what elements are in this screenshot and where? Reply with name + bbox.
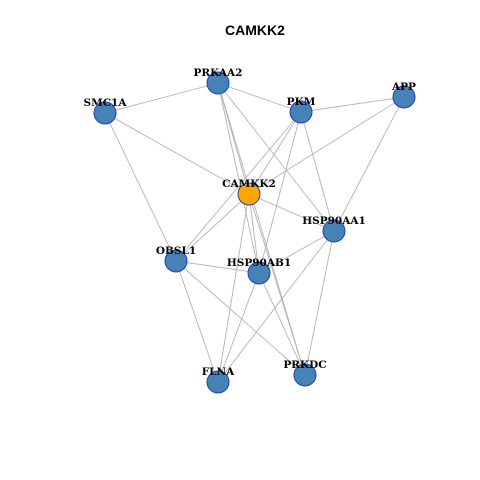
edge-smc1a-obsl1 [104,112,177,262]
node-pkm[interactable] [289,100,313,124]
edge-obsl1-hsp90ab1 [175,260,260,274]
node-hsp90ab1[interactable] [247,261,271,285]
edge-pkm-hsp90aa1 [300,111,335,232]
node-prkaa2[interactable] [206,71,230,95]
node-label-camkk2: CAMKK2 [222,178,276,190]
edge-camkk2-prkdc [248,193,306,376]
edge-prkaa2-pkm [217,82,302,113]
edge-prkaa2-hsp90ab1 [217,82,260,274]
node-label-hsp90ab1: HSP90AB1 [227,257,291,269]
edge-app-hsp90aa1 [333,96,405,232]
node-label-flna: FLNA [202,366,235,378]
edge-camkk2-flna [217,193,250,383]
edge-camkk2-obsl1 [175,193,250,262]
edge-smc1a-camkk2 [104,112,250,195]
node-prkdc[interactable] [293,363,317,387]
edge-hsp90ab1-prkdc [258,272,306,376]
edge-prkaa2-prkdc [217,82,306,376]
edge-smc1a-prkaa2 [104,82,219,114]
node-flna[interactable] [206,370,230,394]
edge-obsl1-prkdc [175,260,306,376]
edges-layer [104,82,405,383]
node-smc1a[interactable] [93,101,117,125]
edge-obsl1-flna [175,260,219,383]
node-app[interactable] [392,85,416,109]
edge-pkm-camkk2 [248,111,302,195]
node-label-prkaa2: PRKAA2 [194,67,243,79]
edge-camkk2-hsp90aa1 [248,193,335,232]
node-camkk2[interactable] [237,182,261,206]
edge-prkaa2-hsp90aa1 [217,82,335,232]
edge-pkm-app [300,96,405,113]
node-label-app: APP [391,81,416,93]
edge-hsp90aa1-prkdc [304,230,335,376]
edge-hsp90aa1-flna [217,230,335,383]
node-label-smc1a: SMC1A [83,97,127,109]
edge-pkm-obsl1 [175,111,302,262]
node-label-obsl1: OBSL1 [156,245,196,257]
node-hsp90aa1[interactable] [322,219,346,243]
graph-title: CAMKK2 [225,22,285,38]
node-obsl1[interactable] [164,249,188,273]
edge-camkk2-hsp90ab1 [248,193,260,274]
node-label-pkm: PKM [287,96,316,108]
node-label-hsp90aa1: HSP90AA1 [302,215,366,227]
nodes-layer [93,71,416,394]
edge-hsp90ab1-flna [217,272,260,383]
node-label-prkdc: PRKDC [283,359,326,371]
edge-hsp90aa1-hsp90ab1 [258,230,335,274]
edge-app-camkk2 [248,96,405,195]
edge-pkm-hsp90ab1 [258,111,302,274]
